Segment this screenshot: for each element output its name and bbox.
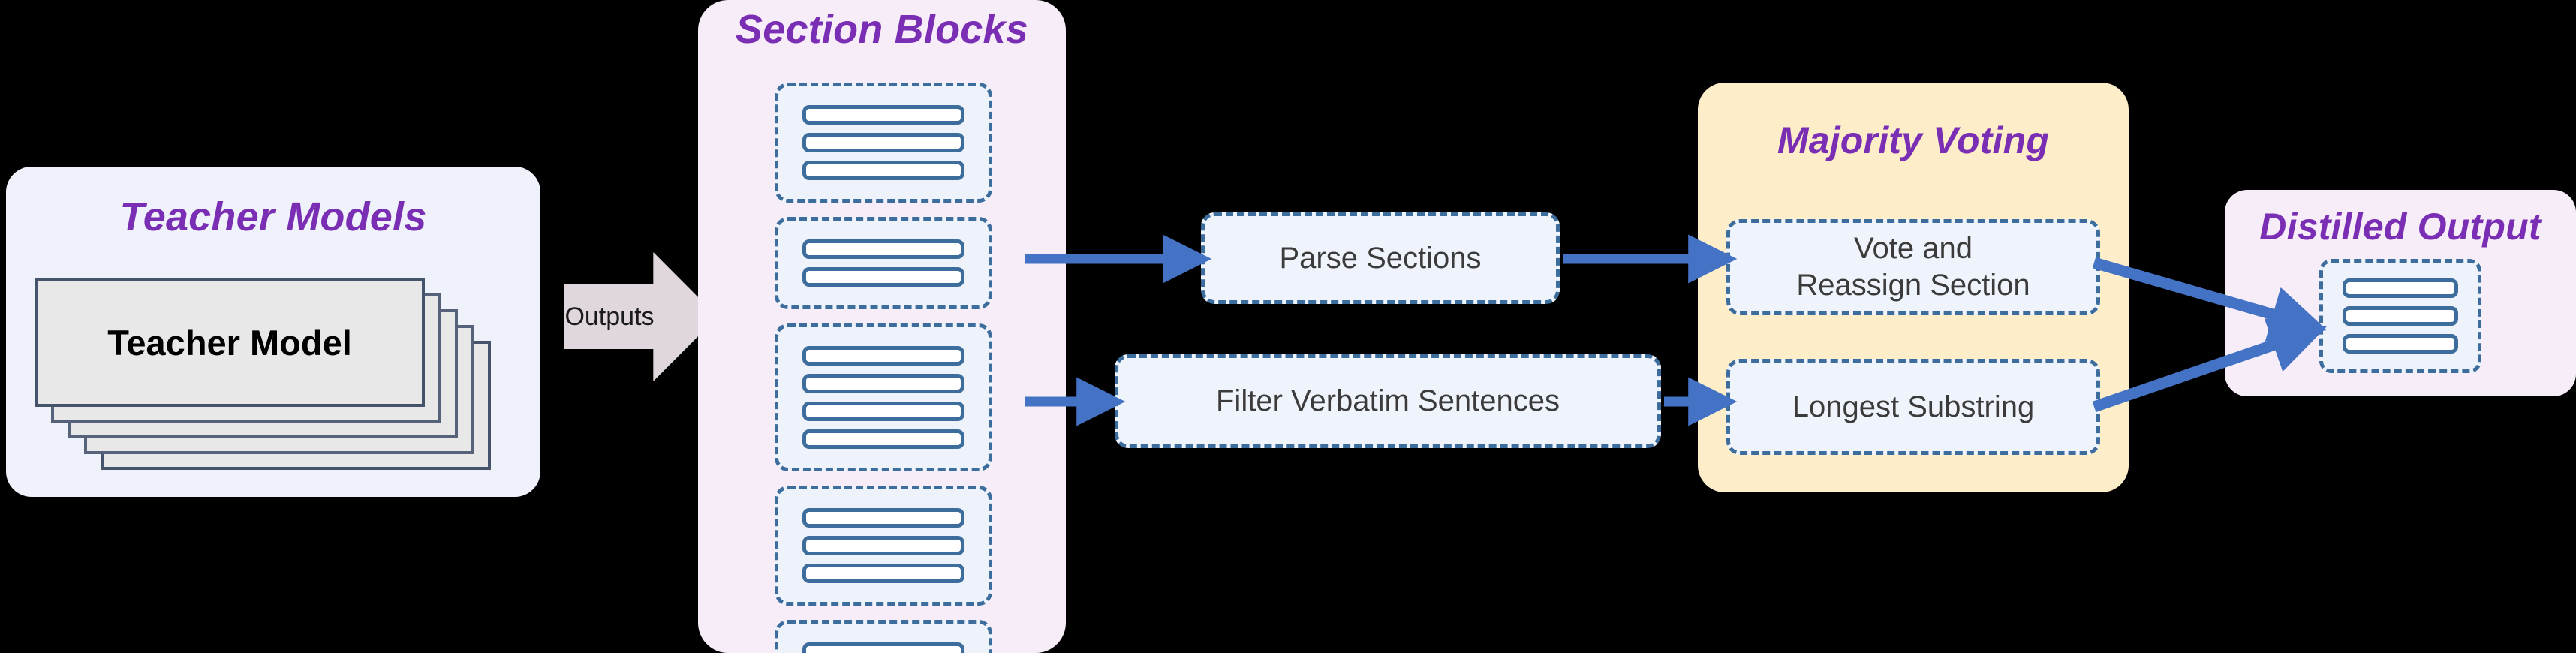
section-blocks-title: Section Blocks	[736, 7, 1028, 52]
section-block-line	[802, 133, 964, 152]
filter-verbatim-label: Filter Verbatim Sentences	[1216, 384, 1560, 418]
distilled-output-block	[2319, 259, 2481, 373]
section-block-line	[802, 346, 964, 366]
teacher-models-title: Teacher Models	[119, 194, 427, 239]
teacher-model-label: Teacher Model	[107, 322, 352, 363]
section-block-line	[802, 508, 964, 528]
outputs-arrow-label: Outputs	[564, 302, 655, 331]
filter-verbatim-sentences-box[interactable]: Filter Verbatim Sentences	[1115, 354, 1661, 448]
section-block	[775, 83, 992, 203]
section-block-line	[802, 161, 964, 180]
teacher-models-panel: Teacher Models Teacher Model	[6, 167, 540, 497]
parse-sections-box[interactable]: Parse Sections	[1201, 212, 1560, 304]
distilled-output-line	[2343, 278, 2458, 298]
majority-voting-title: Majority Voting	[1777, 119, 2050, 161]
section-block	[775, 217, 992, 309]
vote-reassign-label-line1: Vote and	[1854, 232, 1973, 266]
section-block-line	[802, 105, 964, 125]
longest-substring-box[interactable]: Longest Substring	[1726, 359, 2100, 455]
section-block-line	[802, 536, 964, 555]
section-block-line	[802, 564, 964, 583]
section-block-line	[802, 402, 964, 421]
vote-reassign-label-line2: Reassign Section	[1796, 269, 2030, 302]
section-block-line	[802, 267, 964, 287]
distilled-output-title: Distilled Output	[2259, 206, 2541, 248]
section-block	[775, 486, 992, 606]
parse-sections-label: Parse Sections	[1279, 241, 1482, 275]
section-blocks-list	[775, 83, 992, 653]
section-block-line	[802, 642, 964, 653]
section-block	[775, 620, 992, 653]
distilled-output-line	[2343, 306, 2458, 326]
distilled-output-line	[2343, 334, 2458, 354]
section-block-line	[802, 239, 964, 259]
longest-substring-label: Longest Substring	[1792, 390, 2035, 423]
section-block-line	[802, 374, 964, 393]
teacher-model-stack: Teacher Model	[35, 278, 512, 474]
teacher-model-card	[35, 278, 425, 407]
section-blocks-panel: Section Blocks	[698, 0, 1066, 653]
section-block-line	[802, 429, 964, 449]
section-block	[775, 323, 992, 471]
vote-and-reassign-section-box[interactable]: Vote and Reassign Section	[1726, 219, 2100, 315]
